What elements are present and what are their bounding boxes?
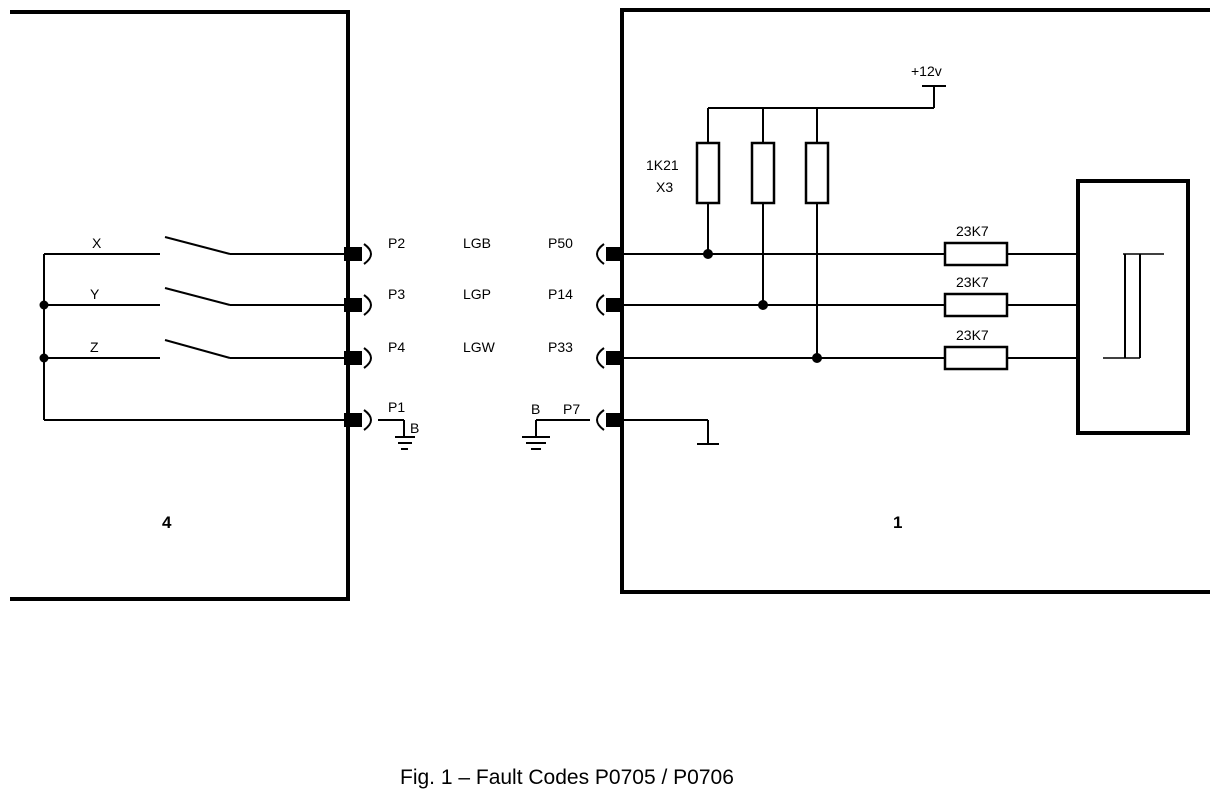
connector-right [596,243,624,431]
series-resistor [943,292,1009,318]
figure-caption: Fig. 1 – Fault Codes P0705 / P0706 [400,766,734,789]
ground-symbol-left [378,419,415,450]
pullup-resistor [750,141,776,205]
pullup-resistor [804,141,830,205]
junction-dot [39,353,49,363]
switch-label-y: Y [90,286,100,302]
connector-left [344,243,372,431]
switch-label-z: Z [90,339,99,355]
series-resistor [943,241,1009,267]
pin-label-p7: P7 [563,401,580,417]
wire-color-lgw: LGW [463,339,496,355]
switch-z [164,339,346,359]
series-resistor [943,345,1009,371]
pin-label-p2: P2 [388,235,405,251]
junction-dot [758,300,768,310]
ground-label-left: B [410,420,419,436]
wire-color-lgp: LGP [463,286,491,302]
pin-label-p33: P33 [548,339,573,355]
pullup-resistor [695,141,721,205]
module-1-outline [620,8,1210,594]
junction-dot [703,249,713,259]
junction-dot [39,300,49,310]
junction-dot [812,353,822,363]
series-resistor-label: 23K7 [956,223,989,239]
sensor-element [1103,253,1164,359]
series-resistor-label: 23K7 [956,327,989,343]
switch-x [164,236,346,255]
series-resistor-label: 23K7 [956,274,989,290]
pullup-value-label: 1K21 [646,157,679,173]
module-number-right: 1 [893,513,902,532]
sensor-block [1076,179,1190,435]
pin-label-p14: P14 [548,286,573,302]
ground-symbol-right [522,419,590,450]
module-number-left: 4 [162,513,172,532]
supply-voltage-label: +12v [911,63,942,79]
pin-label-p3: P3 [388,286,405,302]
pin-label-p4: P4 [388,339,405,355]
wire-color-lgb: LGB [463,235,491,251]
ground-symbol-internal [622,419,719,445]
switch-label-x: X [92,235,102,251]
supply-rail [707,85,946,143]
switch-y [164,287,346,306]
pullup-value-label-2: X3 [656,179,673,195]
ground-label-right: B [531,401,540,417]
pin-label-p1: P1 [388,399,405,415]
pin-label-p50: P50 [548,235,573,251]
